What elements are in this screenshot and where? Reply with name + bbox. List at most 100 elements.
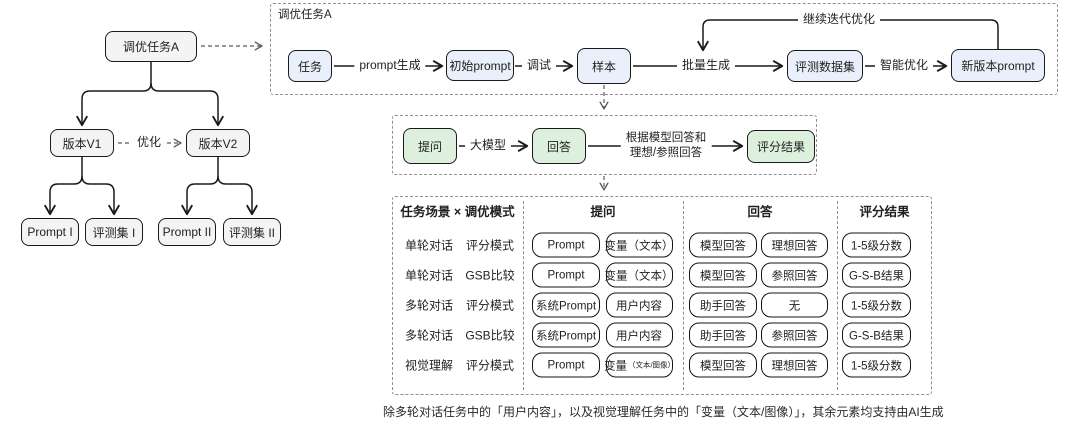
score-pill: 1-5级分数 — [842, 352, 911, 378]
eval-dataset-node: 评测数据集 — [787, 50, 863, 82]
optimize-edge-label: 优化 — [131, 135, 167, 151]
pill-text: 变量（文本） — [604, 270, 674, 282]
pill-text: 用户内容 — [616, 330, 662, 342]
feedback-edge-label: 继续迭代优化 — [797, 12, 881, 28]
matrix-table: 任务场景 × 调优模式 提问 回答 评分结果 单轮对话 评分模式 Prompt … — [392, 196, 932, 395]
score-pill: G-S-B结果 — [842, 262, 911, 288]
pipeline-container-label: 调优任务A — [278, 9, 332, 21]
scene-label: 单轮对话 — [405, 238, 454, 253]
tree-v2-node: 版本V2 — [186, 129, 250, 157]
edge-v2-to-prompt2 — [181, 175, 219, 216]
pill-text: 1-5级分数 — [850, 360, 903, 372]
edge-v2-to-evalset2 — [217, 175, 258, 216]
scoring-flow-container — [392, 115, 817, 175]
mode-label: 评分模式 — [465, 358, 514, 373]
pill-text: 理想回答 — [771, 240, 818, 252]
pipeline-container — [270, 3, 1058, 95]
pill-text: 系统Prompt — [535, 300, 597, 312]
sample-node: 样本 — [577, 48, 631, 84]
edge-root-to-v1 — [76, 82, 152, 127]
score-criteria-edge-label: 根据模型回答和 理想/参照回答 — [620, 131, 712, 161]
tree-evalset2-node: 评测集 II — [223, 218, 281, 246]
answer-model-pill: 模型回答 — [689, 352, 757, 378]
pill-text: 模型回答 — [700, 240, 746, 252]
pill-text: 模型回答 — [700, 270, 746, 282]
pill-text: 变量（文本） — [604, 240, 674, 252]
score-pill: 1-5级分数 — [842, 292, 911, 318]
question-var-pill: 变量（文本/图像） — [603, 352, 676, 378]
pill-text: Prompt — [547, 239, 585, 251]
scene-label: 视觉理解 — [405, 358, 454, 373]
matrix-divider-1 — [523, 201, 524, 390]
header-score: 评分结果 — [859, 205, 910, 219]
question-var-pill: 用户内容 — [606, 292, 673, 318]
pill-text: 模型回答 — [700, 360, 746, 372]
pill-text: G-S-B结果 — [849, 270, 904, 282]
tree-evalset1-node: 评测集 I — [85, 218, 143, 246]
question-var-pill: 用户内容 — [606, 322, 673, 348]
pill-text: 无 — [788, 300, 801, 312]
answer-model-pill: 助手回答 — [689, 292, 757, 318]
scene-label: 多轮对话 — [405, 298, 454, 313]
edge-v1-to-evalset1 — [81, 175, 120, 216]
edge-root-to-v2 — [150, 82, 224, 127]
score-criteria-line1: 根据模型回答和 — [625, 132, 707, 145]
pill-text: G-S-B结果 — [849, 330, 904, 342]
question-var-pill: 变量（文本） — [604, 262, 674, 288]
question-prompt-pill: Prompt — [532, 262, 600, 288]
matrix-container — [392, 196, 932, 395]
answer-ref-pill: 理想回答 — [761, 352, 828, 378]
pill-text: 助手回答 — [700, 300, 746, 312]
matrix-divider-3 — [837, 201, 838, 390]
task-node: 任务 — [288, 50, 332, 82]
smart-opt-edge-label: 智能优化 — [874, 58, 934, 74]
pill-text: 理想回答 — [771, 360, 818, 372]
answer-ref-pill: 参照回答 — [761, 262, 828, 288]
pill-text: 用户内容 — [616, 300, 662, 312]
tree-v1-node: 版本V1 — [50, 129, 114, 157]
mode-label: 评分模式 — [465, 298, 514, 313]
pill-text: 参照回答 — [771, 270, 818, 282]
prompt-gen-edge-label: prompt生成 — [354, 58, 426, 74]
score-pill: 1-5级分数 — [842, 232, 911, 258]
pill-text: Prompt — [547, 269, 585, 281]
score-criteria-line2: 理想/参照回答 — [629, 147, 703, 159]
header-scene-mode: 任务场景 × 调优模式 — [400, 205, 515, 219]
answer-model-pill: 模型回答 — [689, 232, 757, 258]
question-var-pill: 变量（文本） — [604, 232, 674, 258]
header-question: 提问 — [590, 205, 616, 219]
question-prompt-pill: 系统Prompt — [532, 292, 600, 318]
debug-edge-label: 调试 — [521, 58, 557, 74]
answer-ref-pill: 理想回答 — [761, 232, 828, 258]
batch-gen-edge-label: 批量生成 — [676, 58, 736, 74]
pill-text: 1-5级分数 — [850, 300, 903, 312]
table-row: 多轮对话 GSB比较 系统Prompt 用户内容 助手回答 参照回答 G-S-B… — [392, 320, 932, 350]
pill-small-text: （文本/图像） — [627, 360, 676, 370]
pill-text: 系统Prompt — [535, 330, 597, 342]
footnote: 除多轮对话任务中的「用户内容」，以及视觉理解任务中的「变量（文本/图像）」，其余… — [383, 405, 944, 419]
pill-text: 参照回答 — [771, 330, 818, 342]
tree-prompt2-node: Prompt II — [158, 218, 216, 246]
mode-label: GSB比较 — [465, 328, 515, 343]
answer-ref-pill: 无 — [761, 292, 828, 318]
new-prompt-node: 新版本prompt — [951, 49, 1045, 82]
score-pill: G-S-B结果 — [842, 322, 911, 348]
matrix-divider-2 — [683, 201, 684, 390]
pill-text: 变量 — [603, 360, 627, 372]
score-result-node: 评分结果 — [747, 130, 815, 163]
initial-prompt-node: 初始prompt — [446, 50, 514, 81]
question-prompt-pill: Prompt — [532, 352, 600, 378]
question-prompt-pill: 系统Prompt — [532, 322, 600, 348]
pill-text: 1-5级分数 — [850, 240, 903, 252]
edge-v1-to-prompt1 — [44, 175, 83, 216]
tree-root-node: 调优任务A — [105, 31, 197, 62]
answer-ref-pill: 参照回答 — [761, 322, 828, 348]
pill-text: 助手回答 — [700, 330, 746, 342]
table-row: 视觉理解 评分模式 Prompt 变量（文本/图像） 模型回答 理想回答 1-5… — [392, 350, 932, 380]
question-node: 提问 — [403, 128, 457, 164]
answer-node: 回答 — [532, 128, 586, 164]
table-row: 单轮对话 评分模式 Prompt 变量（文本） 模型回答 理想回答 1-5级分数 — [392, 230, 932, 260]
mode-label: 评分模式 — [465, 238, 514, 253]
scene-label: 单轮对话 — [405, 268, 454, 283]
